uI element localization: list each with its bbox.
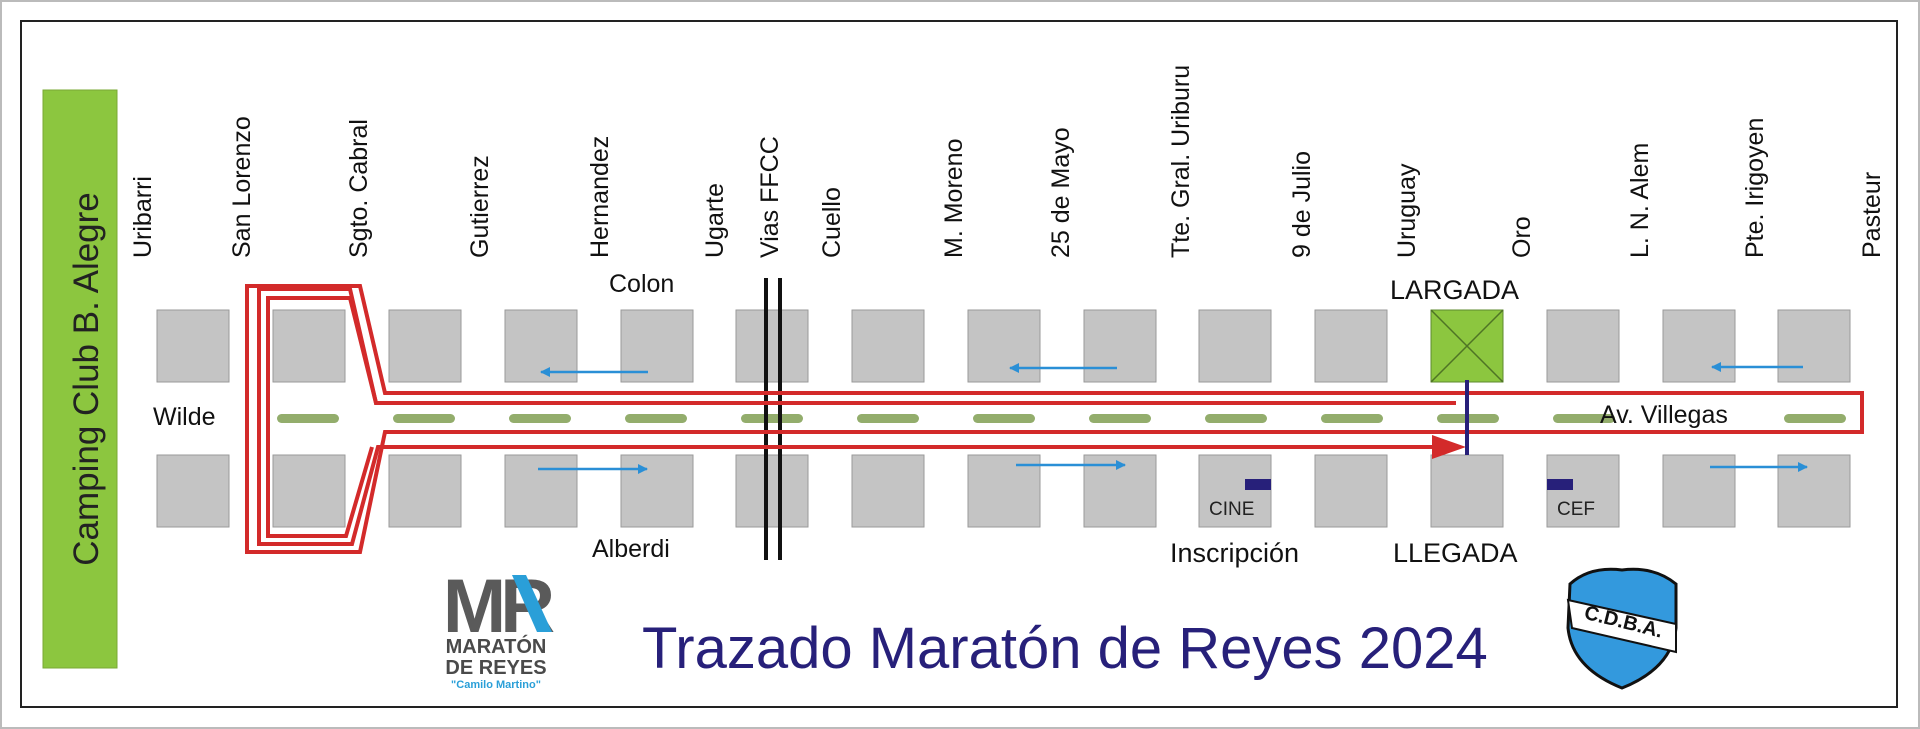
city-block [967, 309, 1041, 383]
maraton-logo-mark: MR [443, 564, 554, 649]
maraton-logo-tagline: "Camilo Martino" [451, 679, 541, 691]
cef-marker [1547, 479, 1573, 490]
camping-club-bar [42, 89, 118, 669]
city-block [388, 309, 462, 383]
route-direction-arrow [1432, 435, 1466, 459]
cef-label: CEF [1557, 499, 1595, 520]
traffic-arrows [538, 362, 1808, 474]
city-block [1430, 454, 1504, 528]
avenue-median [277, 414, 1846, 423]
street-label: Ugarte [701, 183, 729, 258]
avenue-colon-label: Colon [609, 270, 674, 298]
median-strip [393, 414, 455, 423]
street-label: Tte. Gral. Uriburu [1167, 65, 1195, 258]
median-strip [277, 414, 339, 423]
street-labels: Uribarri San Lorenzo Sgto. Cabral Gutierrez… [129, 65, 1886, 258]
map-title: Trazado Maratón de Reyes 2024 [642, 616, 1488, 681]
street-label: M. Moreno [940, 139, 968, 258]
club-badge: C.D.B.A. [1566, 567, 1678, 690]
city-block [272, 454, 346, 528]
maraton-logo-line2: DE REYES [445, 657, 546, 679]
maraton-de-reyes-logo: MR MARATÓN DE REYES "Camilo Martino" [443, 564, 560, 691]
median-strip [857, 414, 919, 423]
city-block [620, 309, 694, 383]
street-label: Sgto. Cabral [345, 119, 373, 258]
city-block [851, 309, 925, 383]
club-badge-band [1566, 598, 1677, 654]
city-block [1777, 309, 1851, 383]
city-block [620, 454, 694, 528]
city-block [735, 309, 809, 383]
city-block [1314, 454, 1388, 528]
median-strip [509, 414, 571, 423]
city-block [156, 309, 230, 383]
start-block [1430, 309, 1504, 383]
city-block [156, 454, 230, 528]
median-strip [1553, 414, 1615, 423]
race-route [245, 284, 1864, 554]
street-label: Pasteur [1858, 172, 1886, 258]
city-block [851, 454, 925, 528]
city-block [272, 309, 346, 383]
camping-club-label: Camping Club B. Alegre [67, 192, 106, 566]
avenue-alberdi-label: Alberdi [592, 535, 670, 563]
street-label: San Lorenzo [228, 116, 256, 258]
start-label: LARGADA [1390, 275, 1519, 305]
finish-label: LLEGADA [1393, 538, 1518, 568]
city-block [1662, 309, 1736, 383]
street-label: Uribarri [129, 176, 157, 258]
registration-label: Inscripción [1170, 538, 1299, 568]
street-label: Cuello [818, 187, 846, 258]
street-label: 9 de Julio [1288, 151, 1316, 258]
city-block [1083, 309, 1157, 383]
city-block [1198, 454, 1272, 528]
maraton-logo-accent [512, 575, 552, 632]
route-outer-line [245, 284, 1864, 554]
street-label: Vias FFCC [756, 136, 784, 258]
avenue-wilde-label: Wilde [153, 403, 216, 431]
street-label: Gutierrez [466, 155, 494, 258]
median-strip [1205, 414, 1267, 423]
median-strip [741, 414, 803, 423]
median-strip [1089, 414, 1151, 423]
street-label: 25 de Mayo [1047, 127, 1075, 258]
median-strip [1321, 414, 1383, 423]
street-label: L. N. Alem [1626, 143, 1654, 258]
avenue-villegas-label: Av. Villegas [1600, 401, 1728, 429]
maraton-logo-line1: MARATÓN [446, 634, 547, 658]
city-block [1546, 454, 1620, 528]
median-strip [973, 414, 1035, 423]
city-blocks [156, 309, 1851, 528]
median-strip [1784, 414, 1846, 423]
city-block [1546, 309, 1620, 383]
street-label: Hernandez [586, 136, 614, 258]
city-block [504, 454, 578, 528]
street-label: Uruguay [1393, 163, 1421, 258]
city-block [735, 454, 809, 528]
city-block [1314, 309, 1388, 383]
cine-marker [1245, 479, 1271, 490]
cine-label: CINE [1209, 499, 1254, 520]
city-block [1198, 309, 1272, 383]
route-inner-line-2 [266, 296, 1456, 538]
city-block [388, 454, 462, 528]
street-label: Pte. Irigoyen [1741, 118, 1769, 258]
median-strip [625, 414, 687, 423]
street-label: Oro [1508, 216, 1536, 258]
city-block [967, 454, 1041, 528]
